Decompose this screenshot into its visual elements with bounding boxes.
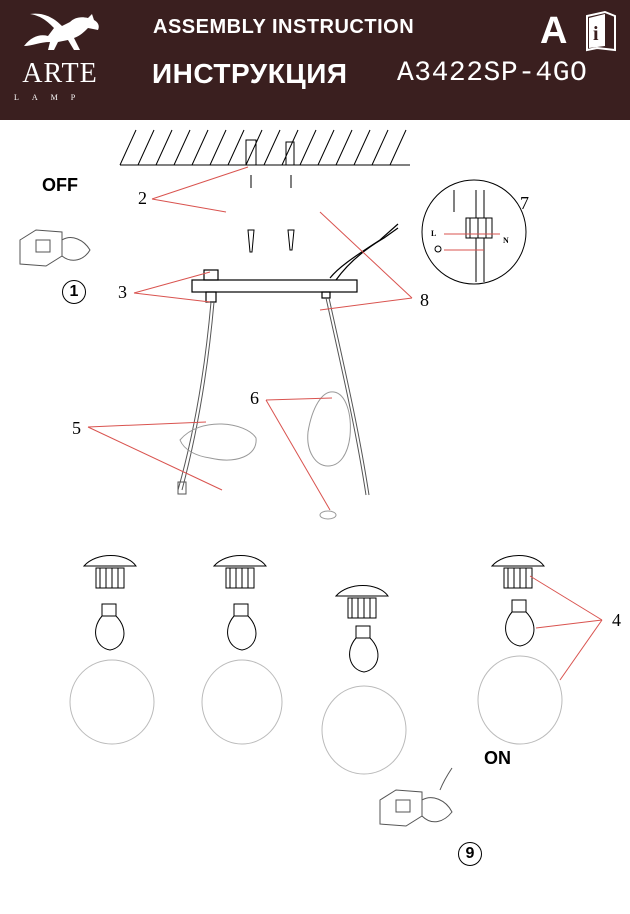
callout-6: 6 xyxy=(250,388,259,408)
brand-logo-text: ARTE xyxy=(22,58,98,89)
step-9-badge: 9 xyxy=(458,842,482,866)
wire-label-neutral: N xyxy=(503,236,509,245)
griffin-logo-icon xyxy=(24,13,99,51)
step-1-badge: 1 xyxy=(62,280,86,304)
wire-label-live: L xyxy=(431,229,437,238)
callout-5: 5 xyxy=(72,418,81,438)
switch-on-icon xyxy=(379,767,453,827)
ceiling-canopy xyxy=(179,391,351,520)
header-bar: ARTE LAMP ASSEMBLY INSTRUCTION ИНСТРУКЦИ… xyxy=(0,0,630,120)
callout-8: 8 xyxy=(420,290,429,310)
mounting-bracket xyxy=(191,223,399,303)
callout-3: 3 xyxy=(118,282,127,302)
assembly-diagram xyxy=(19,129,603,827)
pendant-shades xyxy=(69,555,563,775)
callout-7: 7 xyxy=(520,193,529,213)
switch-on-label: ON xyxy=(484,748,511,768)
callout-leader-lines xyxy=(87,166,603,681)
switch-off-label: OFF xyxy=(42,175,78,195)
title-russian: ИНСТРУКЦИЯ xyxy=(152,58,348,89)
ceiling-hatch xyxy=(119,129,410,166)
brand-logo-subtext: LAMP xyxy=(14,93,89,102)
suspension-cables xyxy=(177,297,370,496)
callout-4: 4 xyxy=(612,610,621,630)
language-letter: A xyxy=(540,10,568,52)
svg-text:i: i xyxy=(593,23,599,45)
model-number: A3422SP-4GO xyxy=(397,58,588,89)
callout-2: 2 xyxy=(138,188,147,208)
ceiling-dowels xyxy=(245,139,295,253)
switch-off-icon xyxy=(19,229,91,267)
title-english: ASSEMBLY INSTRUCTION xyxy=(153,16,415,38)
info-book-icon: i xyxy=(586,10,616,52)
wiring-detail xyxy=(421,179,527,285)
